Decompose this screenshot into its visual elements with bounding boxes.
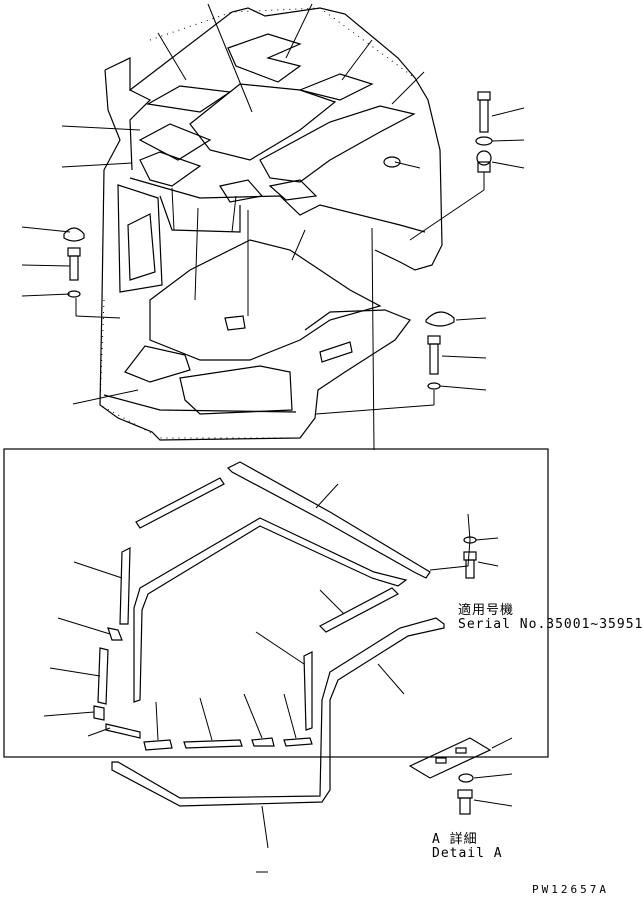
serial-note-jp: 適用号機 bbox=[458, 603, 515, 618]
serial-note-en: Serial No.35001~35951 bbox=[458, 617, 642, 632]
detail-title-en: Detail A bbox=[432, 846, 503, 861]
drawing-code: PW12657A bbox=[532, 883, 609, 896]
seal-strips bbox=[93, 461, 445, 807]
detail-title-jp: A 詳細 bbox=[432, 832, 478, 847]
hardware-detail bbox=[429, 513, 499, 579]
leader-lines-top bbox=[21, 3, 425, 451]
detail-box bbox=[3, 448, 549, 758]
hardware-bolts-right bbox=[315, 91, 525, 415]
cab-body bbox=[99, 7, 443, 441]
hardware-bolts-left bbox=[63, 227, 85, 298]
leader-lines-detail bbox=[43, 483, 405, 873]
detail-a-plate bbox=[408, 737, 513, 815]
